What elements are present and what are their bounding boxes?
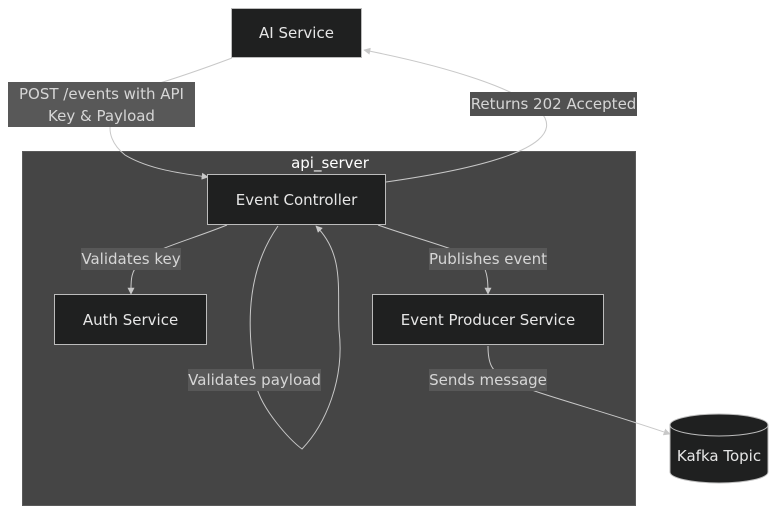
auth-service-node[interactable]: Auth Service [54, 294, 207, 345]
kafka-topic-node[interactable]: Kafka Topic [669, 414, 769, 484]
event-controller-node[interactable]: Event Controller [207, 174, 386, 225]
edge-validates-payload [249, 225, 341, 450]
edge-label-publishes-event: Publishes event [429, 248, 548, 270]
edge-label-validates-key: Validates key [81, 248, 181, 270]
event-producer-service-node[interactable]: Event Producer Service [372, 294, 604, 345]
edge-label-validates-payload: Validates payload [188, 369, 321, 391]
edge-label-post-events: POST /events with API Key & Payload [8, 82, 195, 127]
edge-returns-202 [363, 47, 548, 183]
kafka-topic-label: Kafka Topic [676, 447, 762, 465]
edge-label-returns-202: Returns 202 Accepted [470, 92, 637, 116]
cluster-title: api_server [291, 154, 369, 172]
ai-service-node[interactable]: AI Service [231, 8, 362, 58]
edge-label-sends-message: Sends message [429, 369, 547, 391]
kafka-topic-cylinder [669, 413, 769, 484]
